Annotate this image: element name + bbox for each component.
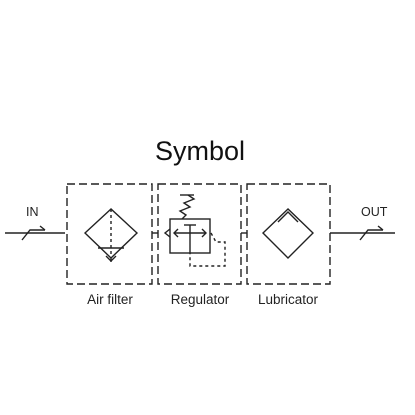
component-boxes xyxy=(66,183,331,285)
outlet-label: OUT xyxy=(361,205,388,219)
lubricator-label: Lubricator xyxy=(257,292,319,307)
regulator-label: Regulator xyxy=(170,292,230,307)
outlet-arrow-icon xyxy=(359,225,384,241)
inlet-arrow-icon xyxy=(21,225,46,241)
regulator-box xyxy=(157,183,242,285)
lubricator-symbol-icon xyxy=(261,208,315,259)
air-filter-symbol-icon xyxy=(83,208,139,262)
inlet-label: IN xyxy=(26,205,39,219)
air-filter-label: Air filter xyxy=(87,292,133,307)
diagram-title: Symbol xyxy=(154,136,246,166)
regulator-symbol-icon xyxy=(163,194,226,267)
air-filter-box xyxy=(66,183,153,285)
lubricator-box xyxy=(246,183,331,285)
